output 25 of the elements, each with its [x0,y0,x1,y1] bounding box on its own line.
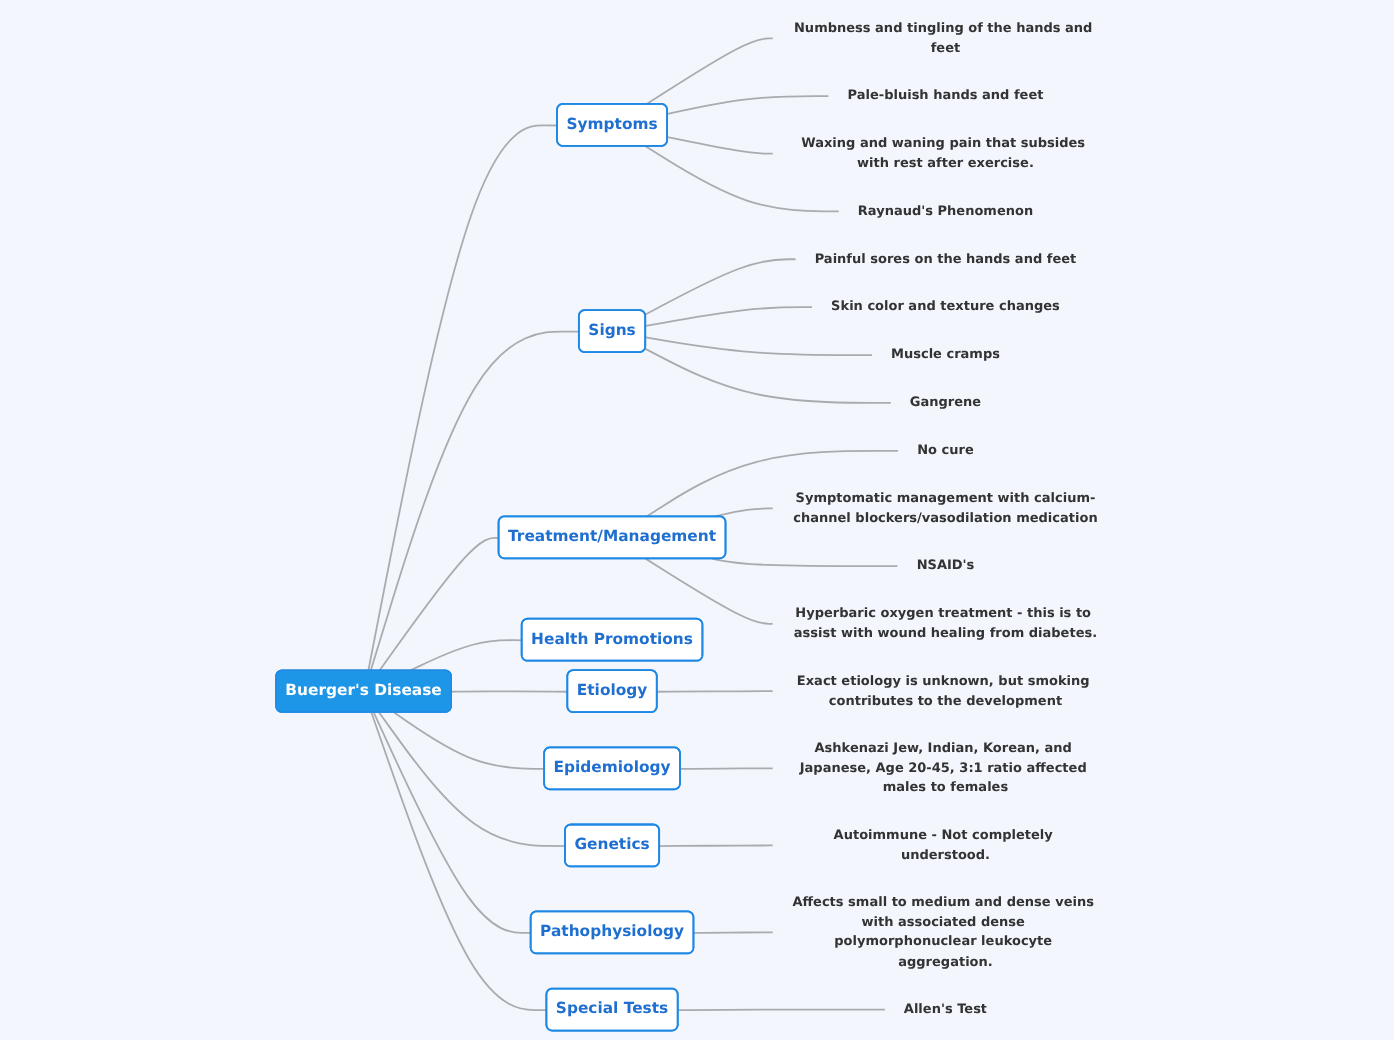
connector [644,306,814,327]
connector [679,767,774,770]
connector [370,711,548,1012]
connector [369,330,581,672]
connector [645,558,774,625]
connector [677,1008,886,1012]
connector [656,690,774,693]
connector [645,449,900,518]
connector [658,844,774,847]
connector [367,124,559,672]
connector [644,336,873,356]
connector [693,931,774,934]
connector [372,711,533,934]
connector [393,711,546,770]
connector [666,136,774,155]
connector [644,258,797,316]
connector [450,690,569,693]
connector [711,558,899,567]
connector [408,639,524,672]
connector [378,536,501,672]
connector [378,711,567,847]
connector [666,95,830,115]
connector [645,145,840,213]
connector [645,37,774,106]
connector [644,348,892,404]
